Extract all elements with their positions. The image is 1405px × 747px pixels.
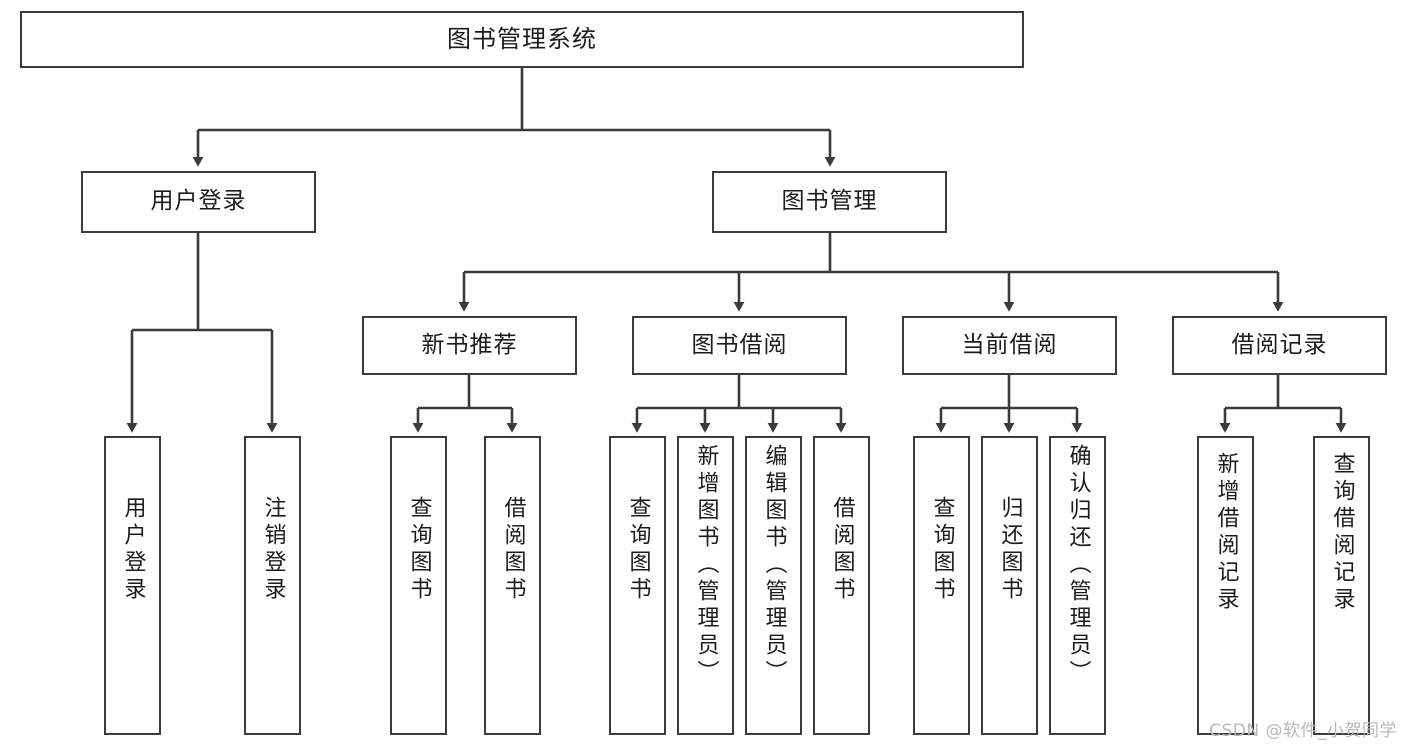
node-current-borrow[interactable]: 当前借阅 [902,316,1117,375]
node-label: 编辑图书（管理员） [761,444,787,687]
node-label: 查询图书 [406,496,432,604]
node-label: 借阅图书 [500,496,526,604]
node-label: 借阅记录 [1231,331,1328,358]
node-user-login[interactable]: 用户登录 [81,171,316,233]
node-label: 查询图书 [929,496,955,604]
node-label: 查询图书 [625,496,651,604]
node-label: 新增借阅记录 [1213,452,1239,614]
leaf-record-add-borrow-record[interactable]: 新增借阅记录 [1197,436,1254,735]
node-label: 图书借阅 [691,331,788,358]
leaf-current-query-book[interactable]: 查询图书 [913,436,970,735]
node-label: 新书推荐 [421,331,518,358]
node-label: 借阅图书 [829,496,855,604]
leaf-record-query-borrow-record[interactable]: 查询借阅记录 [1313,436,1370,735]
node-label: 用户登录 [120,496,146,604]
leaf-current-confirm-return-admin[interactable]: 确认归还（管理员） [1049,436,1106,735]
leaf-borrow-query-book[interactable]: 查询图书 [609,436,666,735]
node-new-book-recommend[interactable]: 新书推荐 [362,316,577,375]
node-borrow-record[interactable]: 借阅记录 [1172,316,1387,375]
node-label: 确认归还（管理员） [1065,444,1091,687]
node-label: 当前借阅 [961,331,1058,358]
node-label: 用户登录 [150,188,247,215]
node-root-system[interactable]: 图书管理系统 [20,11,1024,68]
leaf-current-return-book[interactable]: 归还图书 [981,436,1038,735]
node-book-management[interactable]: 图书管理 [712,171,947,233]
leaf-user-logout[interactable]: 注销登录 [244,436,301,735]
leaf-recommend-query-book[interactable]: 查询图书 [390,436,447,735]
leaf-user-login[interactable]: 用户登录 [104,436,161,735]
node-label: 图书管理系统 [447,25,597,54]
node-label: 查询借阅记录 [1329,452,1355,614]
node-label: 注销登录 [260,496,286,604]
node-label: 新增图书（管理员） [693,444,719,687]
node-label: 归还图书 [997,496,1023,604]
node-book-borrow[interactable]: 图书借阅 [632,316,847,375]
leaf-borrow-edit-book-admin[interactable]: 编辑图书（管理员） [745,436,802,735]
leaf-recommend-borrow-book[interactable]: 借阅图书 [484,436,541,735]
leaf-borrow-add-book-admin[interactable]: 新增图书（管理员） [677,436,734,735]
leaf-borrow-borrow-book[interactable]: 借阅图书 [813,436,870,735]
node-label: 图书管理 [781,188,878,215]
